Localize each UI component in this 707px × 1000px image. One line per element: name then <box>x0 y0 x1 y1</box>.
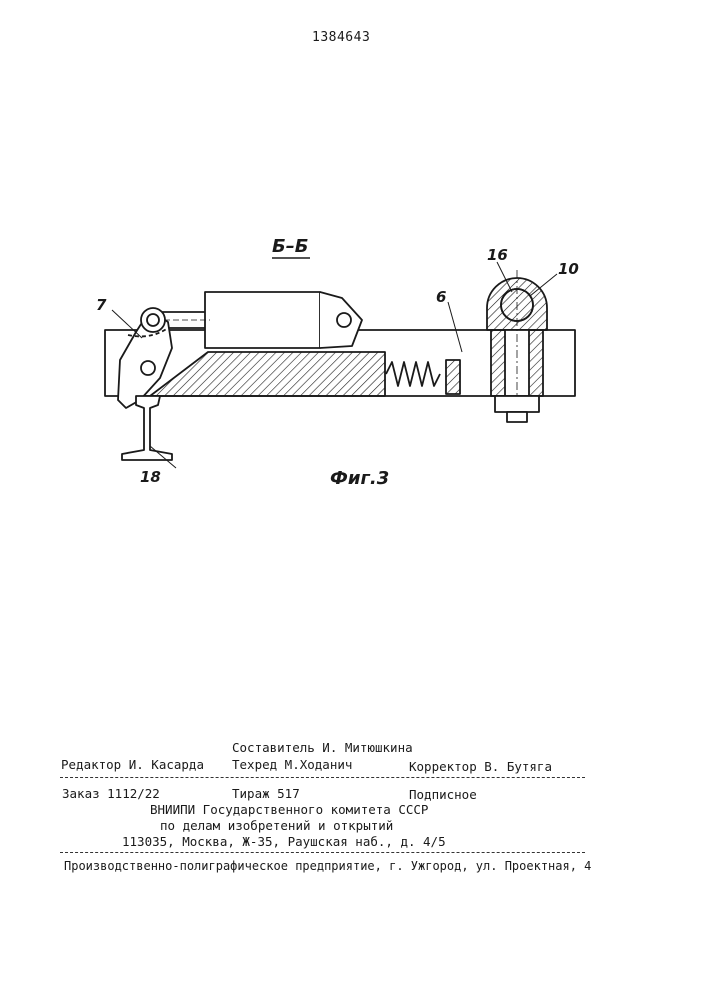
bolt-head <box>495 396 539 412</box>
section-label: Б–Б <box>272 236 308 257</box>
address: 113035, Москва, Ж-35, Раушская наб., д. … <box>122 834 446 849</box>
callout-6: 6 <box>436 288 446 306</box>
subscription: Подписное <box>409 787 477 802</box>
compiler: Составитель И. Митюшкина <box>232 740 413 755</box>
callout-18: 18 <box>140 468 161 486</box>
callout-10: 10 <box>558 260 579 278</box>
stop-block <box>446 360 460 394</box>
callout-16: 16 <box>487 246 508 264</box>
cylinder-end <box>320 292 362 348</box>
lever-top-pin <box>141 308 165 332</box>
hatched-slider <box>150 352 385 396</box>
colophon-rule-bottom <box>60 852 585 853</box>
institute-line-1: ВНИИПИ Государственного комитета СССР <box>150 802 428 817</box>
institute-line-2: по делам изобретений и открытий <box>160 818 393 833</box>
proofreader: Корректор В. Бутяга <box>409 759 552 774</box>
cylinder-body <box>205 292 320 348</box>
order: Заказ 1112/22 <box>62 786 160 801</box>
spring <box>386 362 440 386</box>
colophon-rule-top <box>60 777 585 778</box>
printer: Производственно-полиграфическое предприя… <box>64 859 591 873</box>
print-run: Тираж 517 <box>232 786 300 801</box>
technical-drawing: Б–Б 7 6 16 10 18 Фиг.3 <box>0 0 707 500</box>
figure-caption: Фиг.3 <box>330 468 389 489</box>
callout-7: 7 <box>96 296 107 314</box>
editor: Редактор И. Касарда <box>61 757 204 772</box>
tech-editor: Техред М.Ходанич <box>232 757 352 772</box>
